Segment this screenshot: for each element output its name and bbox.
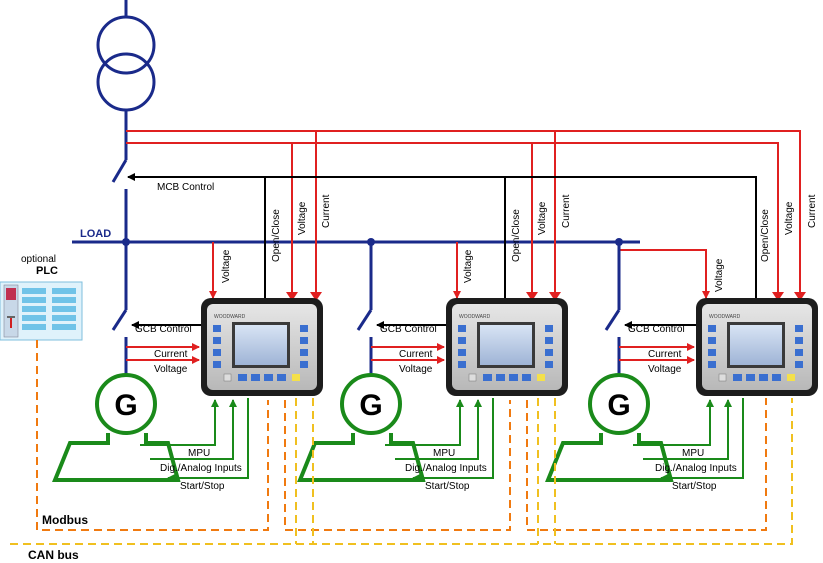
svg-text:G: G bbox=[607, 389, 630, 422]
mcb-switch-icon bbox=[111, 159, 128, 242]
controller-brand: WOODWARD bbox=[459, 314, 491, 320]
mpu-label: MPU bbox=[188, 448, 210, 459]
voltage-label: Voltage bbox=[154, 364, 188, 375]
controller-keypad bbox=[708, 325, 803, 381]
canbus-label: CAN bus bbox=[28, 548, 79, 562]
voltage-label: Voltage bbox=[648, 364, 682, 375]
gcb-switch-icon bbox=[356, 242, 373, 375]
modbus-lines bbox=[36, 340, 767, 531]
dig-analog-inputs-label: Dig./Analog Inputs bbox=[405, 463, 487, 474]
unit1-voltage-label: Voltage bbox=[297, 201, 308, 235]
controller-brand: WOODWARD bbox=[709, 314, 741, 320]
gcb-control-label: GCB Control bbox=[380, 324, 437, 335]
unit3-bus-voltage-label: Voltage bbox=[714, 258, 725, 292]
generator-icon: G bbox=[588, 373, 650, 435]
unit2-current-label: Current bbox=[561, 194, 572, 228]
start-stop-label: Start/Stop bbox=[425, 481, 470, 492]
engine-icon bbox=[52, 433, 181, 482]
load-label: LOAD bbox=[80, 228, 111, 240]
start-stop-label: Start/Stop bbox=[672, 481, 717, 492]
voltage-label: Voltage bbox=[399, 364, 433, 375]
controller-keypad bbox=[213, 325, 308, 381]
unit1-current-label: Current bbox=[321, 194, 332, 228]
engine-signal-lines bbox=[140, 398, 249, 482]
modbus-label: Modbus bbox=[42, 513, 88, 527]
genset-unit-3: GCB Control Current Voltage WOODWARD bbox=[545, 242, 818, 492]
controller-device: WOODWARD bbox=[201, 298, 323, 396]
gcb-control-label: GCB Control bbox=[135, 324, 192, 335]
unit1-bus-voltage-label: Voltage bbox=[221, 249, 232, 283]
mpu-label: MPU bbox=[433, 448, 455, 459]
genset-unit-1: GCB Control Current Voltage WOODWARD bbox=[52, 242, 323, 492]
plc-device-icon bbox=[0, 281, 83, 341]
transformer-icon bbox=[96, 0, 156, 160]
plc-label: PLC bbox=[36, 265, 58, 277]
controller-display bbox=[730, 325, 782, 365]
unit3-open-close-label: Open/Close bbox=[760, 209, 771, 262]
mcb-control-line bbox=[127, 173, 757, 300]
svg-text:G: G bbox=[359, 389, 382, 422]
gcb-switch-icon bbox=[111, 242, 128, 375]
controller-keypad bbox=[458, 325, 553, 381]
svg-text:G: G bbox=[114, 389, 137, 422]
generator-icon: G bbox=[340, 373, 402, 435]
unit2-voltage-label: Voltage bbox=[537, 201, 548, 235]
mpu-label: MPU bbox=[682, 448, 704, 459]
engine-signal-lines bbox=[633, 398, 744, 482]
controller-brand: WOODWARD bbox=[214, 314, 246, 320]
controller-display bbox=[235, 325, 287, 365]
mains-measurement-arrows bbox=[286, 292, 806, 301]
dig-analog-inputs-label: Dig./Analog Inputs bbox=[655, 463, 737, 474]
controller-device: WOODWARD bbox=[446, 298, 568, 396]
current-label: Current bbox=[648, 349, 682, 360]
generator-icon: G bbox=[95, 373, 157, 435]
busbar-voltage-taps bbox=[209, 242, 710, 299]
controller-display bbox=[480, 325, 532, 365]
unit2-bus-voltage-label: Voltage bbox=[463, 249, 474, 283]
unit1-open-close-label: Open/Close bbox=[271, 209, 282, 262]
canbus-lines bbox=[10, 398, 793, 545]
engine-icon bbox=[297, 433, 426, 482]
unit3-current-label: Current bbox=[807, 194, 818, 228]
dig-analog-inputs-label: Dig./Analog Inputs bbox=[160, 463, 242, 474]
optional-label: optional bbox=[21, 254, 56, 265]
mains-measurement-lines bbox=[126, 130, 801, 300]
mcb-control-label: MCB Control bbox=[157, 182, 214, 193]
genset-unit-2: GCB Control Current Voltage WOODWARD bbox=[297, 242, 568, 492]
current-label: Current bbox=[154, 349, 188, 360]
engine-icon bbox=[545, 433, 674, 482]
current-label: Current bbox=[399, 349, 433, 360]
controller-device: WOODWARD bbox=[696, 298, 818, 396]
unit3-voltage-label: Voltage bbox=[784, 201, 795, 235]
gcb-control-label: GCB Control bbox=[628, 324, 685, 335]
start-stop-label: Start/Stop bbox=[180, 481, 225, 492]
engine-signal-lines bbox=[385, 398, 494, 482]
gcb-switch-icon bbox=[604, 242, 621, 375]
unit2-open-close-label: Open/Close bbox=[511, 209, 522, 262]
